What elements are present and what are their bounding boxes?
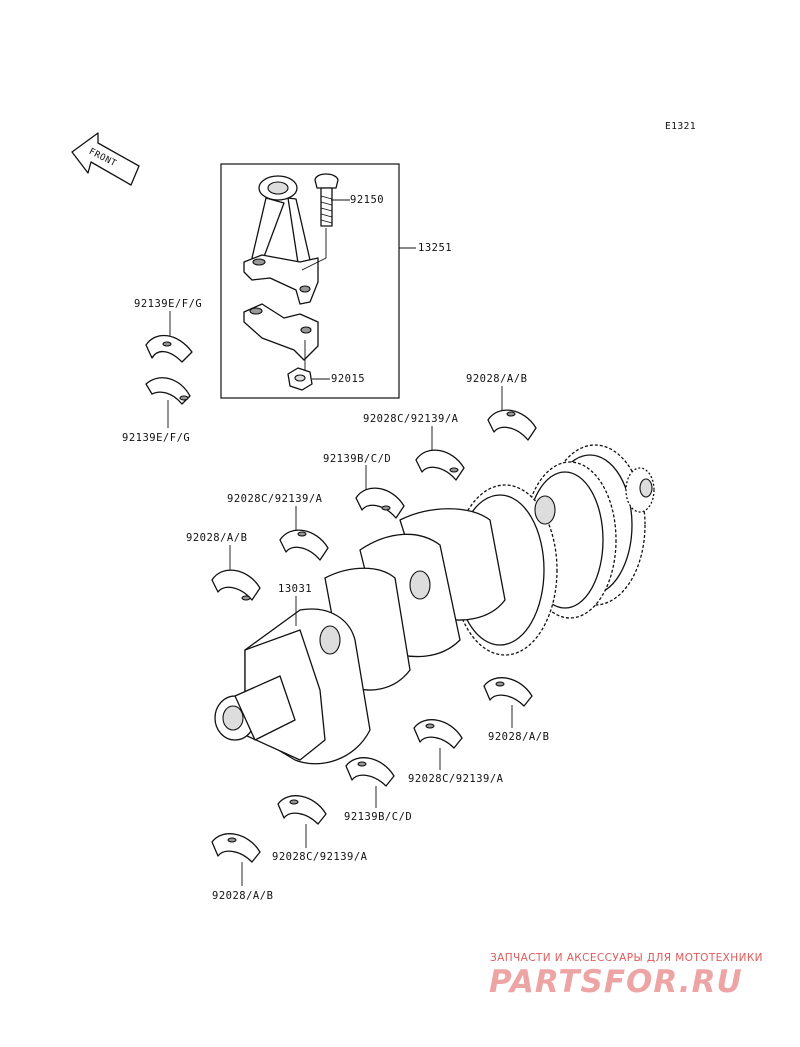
label-main-upper-1: 92028/A/B: [466, 373, 528, 385]
label-main-lower-1: 92028/A/B: [488, 731, 550, 743]
label-conrod-assy: 13251: [418, 242, 453, 254]
main-bearing-lower-2: [413, 719, 463, 749]
main-bearing-upper-1: [487, 409, 537, 441]
label-main-upper-3: 92139B/C/D: [323, 453, 392, 465]
main-bearing-lower-3: [345, 757, 395, 787]
conrod-bearing-shell-top: [145, 334, 193, 363]
diagram-code: E1321: [665, 121, 697, 132]
conrod-nut: [287, 367, 313, 391]
main-bearing-lower-5: [211, 833, 261, 863]
label-main-upper-2: 92028C/92139/A: [363, 413, 459, 425]
watermark-logo: PARTSFOR.RU: [489, 964, 743, 1000]
label-conrod-bearing-top: 92139E/F/G: [134, 298, 203, 310]
label-nut: 92015: [331, 373, 366, 385]
watermark-tagline: ЗАПЧАСТИ И АКСЕССУАРЫ ДЛЯ МОТОТЕХНИКИ: [490, 952, 763, 964]
conrod-bearing-shell-bottom: [145, 377, 191, 405]
crankshaft: [214, 444, 655, 765]
label-bolt: 92150: [350, 194, 385, 206]
conrod-assembly-box: [220, 163, 400, 399]
label-main-upper-5: 92028/A/B: [186, 532, 248, 544]
label-main-lower-4: 92028C/92139/A: [272, 851, 368, 863]
main-bearing-upper-4: [279, 529, 329, 561]
label-crankshaft: 13031: [278, 583, 313, 595]
front-arrow-icon: [71, 132, 140, 186]
main-bearing-upper-2: [415, 449, 465, 481]
main-bearing-upper-5: [211, 569, 261, 601]
conrod-cap: [243, 303, 319, 361]
label-main-lower-3: 92139B/C/D: [344, 811, 413, 823]
label-conrod-bearing-bottom: 92139E/F/G: [122, 432, 191, 444]
connecting-rod: [243, 175, 319, 305]
label-main-upper-4: 92028C/92139/A: [227, 493, 323, 505]
main-bearing-upper-3: [355, 487, 405, 519]
label-main-lower-2: 92028C/92139/A: [408, 773, 504, 785]
main-bearing-lower-1: [483, 677, 533, 707]
conrod-bolt: [314, 173, 339, 227]
label-main-lower-5: 92028/A/B: [212, 890, 274, 902]
main-bearing-lower-4: [277, 795, 327, 825]
